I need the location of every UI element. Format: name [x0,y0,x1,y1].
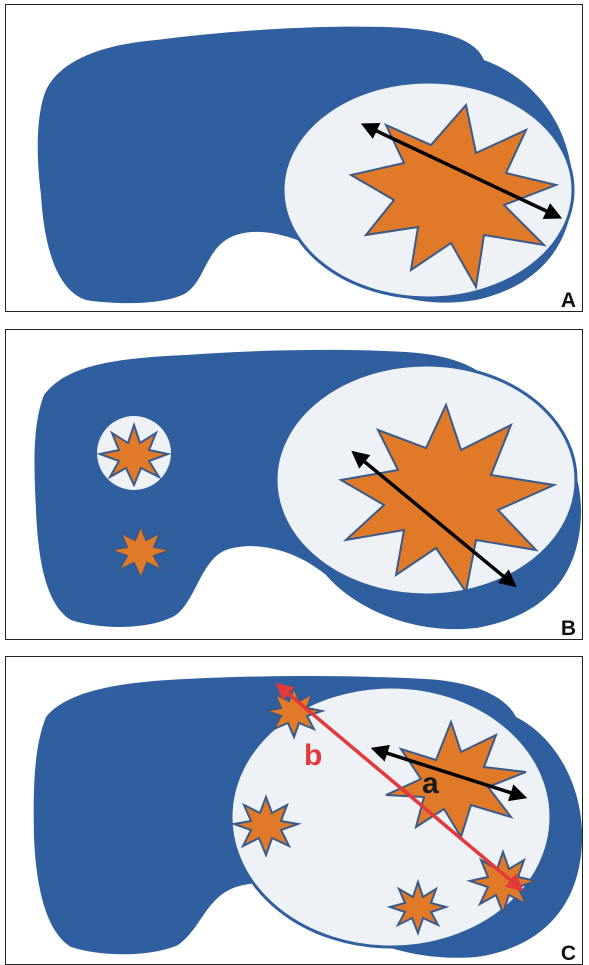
panel-label: B [561,618,576,639]
panel-label: A [561,290,576,311]
measurement-label-b: b [304,739,322,772]
panel-a-illustration [6,5,583,312]
panel-a: A [5,4,583,312]
panel-c: a b C [5,656,583,965]
panel-b-illustration [6,330,583,640]
panel-label: C [561,943,576,964]
measurement-label-a: a [422,767,439,800]
panel-b: B [5,329,583,640]
panel-c-illustration: a b [6,657,583,965]
